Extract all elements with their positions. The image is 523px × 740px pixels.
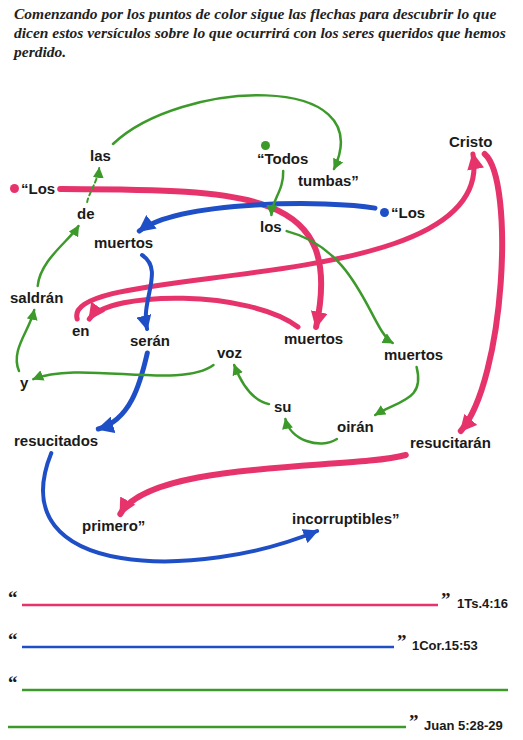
word-text: incorruptibles” (292, 510, 400, 527)
quote-mark: ” (397, 632, 407, 652)
word-node: primero” (80, 517, 147, 535)
arrow-connector (287, 231, 393, 343)
word-node: muertos (282, 330, 345, 348)
word-node: serán (128, 332, 172, 350)
quote-mark: “ (8, 673, 18, 693)
arrow-connector (142, 255, 152, 329)
word-text: “Los (21, 180, 55, 197)
word-text: de (77, 205, 95, 222)
word-text: los (260, 218, 282, 235)
word-text: las (90, 147, 111, 164)
word-node: resucitados (12, 432, 100, 450)
verse-reference: Juan 5:28-29 (424, 718, 503, 734)
green-answer-line (8, 726, 406, 729)
word-text: primero” (82, 517, 145, 534)
quote-mark: ” (441, 590, 451, 610)
arrow-connector (113, 95, 341, 169)
arrow-connector (461, 154, 502, 431)
arrow-connector (33, 365, 213, 379)
word-node: las (88, 147, 113, 165)
word-text: Cristo (449, 133, 492, 150)
word-node: tumbas” (296, 172, 361, 190)
word-text: muertos (94, 234, 153, 251)
word-text: resucitarán (410, 434, 491, 451)
word-text: resucitados (14, 432, 98, 449)
word-text: voz (217, 344, 242, 361)
start-dot (380, 208, 389, 217)
word-node: incorruptibles” (290, 510, 402, 528)
arrow-connector (271, 171, 283, 215)
green-answer-line (22, 689, 508, 692)
red-answer-line (22, 604, 438, 607)
arrow-connector (43, 453, 317, 561)
word-text: muertos (284, 330, 343, 347)
word-node: resucitarán (408, 434, 493, 452)
word-text: “Los (391, 204, 425, 221)
arrow-connector (77, 154, 474, 319)
start-dot (10, 184, 19, 193)
word-text: serán (130, 332, 170, 349)
arrow-connector (375, 367, 418, 415)
word-node: Cristo (447, 133, 494, 151)
word-node: y (18, 374, 30, 392)
quote-mark: “ (8, 588, 18, 608)
word-node: su (272, 398, 294, 416)
verse-reference: 1Ts.4:16 (457, 596, 508, 612)
start-dot (261, 141, 270, 150)
arrow-connector (234, 365, 269, 404)
word-node: “Los (8, 180, 57, 198)
word-node: muertos (92, 234, 155, 252)
word-node: “Todos (255, 150, 310, 168)
arrow-connector (139, 204, 375, 231)
word-text: oirán (337, 418, 374, 435)
word-text: su (274, 398, 292, 415)
word-text: y (20, 374, 28, 391)
arrow-connector (87, 168, 99, 202)
word-node: oirán (335, 418, 376, 436)
arrow-connector (89, 298, 298, 327)
word-node: los (258, 218, 284, 236)
quote-mark: “ (8, 630, 18, 650)
arrow-connector (285, 419, 337, 444)
word-text: en (72, 322, 90, 339)
word-node: saldrán (8, 289, 65, 307)
quote-mark: ” (409, 712, 419, 732)
word-node: muertos (382, 346, 445, 364)
verse-reference: 1Cor.15:53 (412, 638, 478, 654)
word-text: tumbas” (298, 172, 359, 189)
arrow-connector (98, 353, 147, 429)
word-text: “Todos (257, 150, 308, 167)
title: Comenzando por los puntos de color sigue… (14, 4, 514, 61)
word-text: saldrán (10, 289, 63, 306)
word-node: en (70, 322, 92, 340)
arrow-connector (38, 226, 79, 286)
arrow-connector (120, 455, 406, 514)
blue-answer-line (22, 646, 394, 649)
arrow-connector (17, 310, 35, 371)
word-node: voz (215, 344, 244, 362)
word-node: de (75, 205, 97, 223)
word-text: muertos (384, 346, 443, 363)
word-node: “Los (378, 204, 427, 222)
